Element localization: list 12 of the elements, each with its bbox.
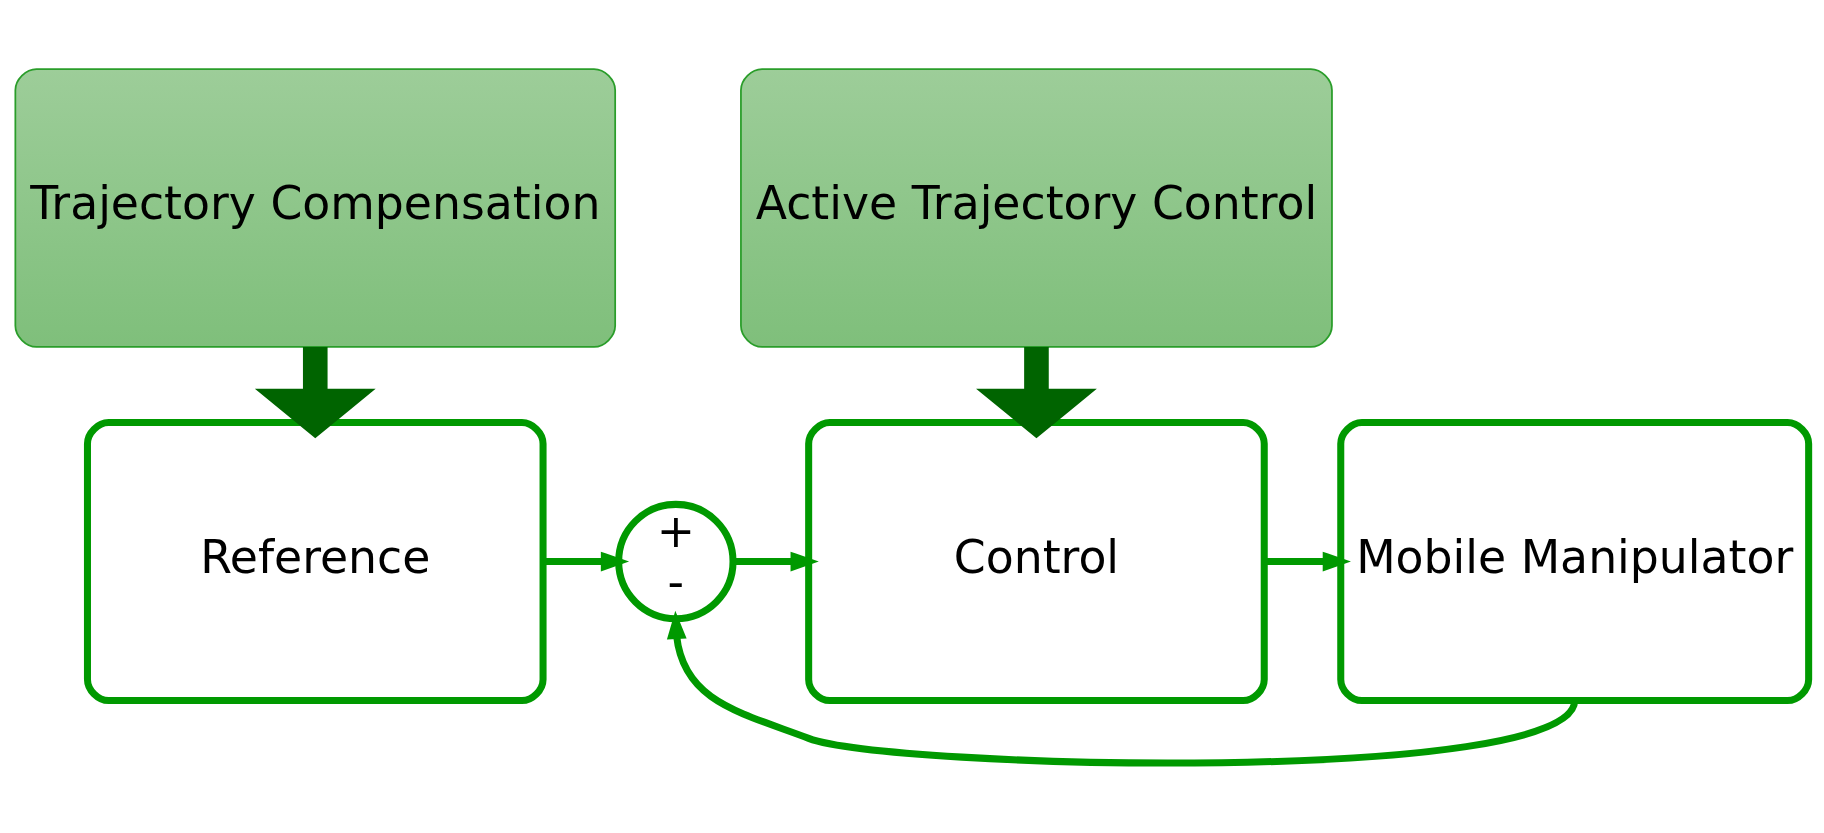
arrow xyxy=(666,610,1578,767)
arrow xyxy=(543,551,630,572)
node-box: Reference xyxy=(83,419,547,705)
node-circle: + - xyxy=(615,500,737,623)
arrow xyxy=(254,347,376,439)
node-box: Trajectory Compensation xyxy=(14,68,617,348)
arrow xyxy=(1264,551,1351,572)
node-box: Mobile Manipulator xyxy=(1337,419,1813,705)
node-box: Active Trajectory Control xyxy=(740,68,1333,348)
arrow xyxy=(976,347,1097,439)
node-box: Control xyxy=(805,419,1268,705)
arrow xyxy=(733,551,819,572)
